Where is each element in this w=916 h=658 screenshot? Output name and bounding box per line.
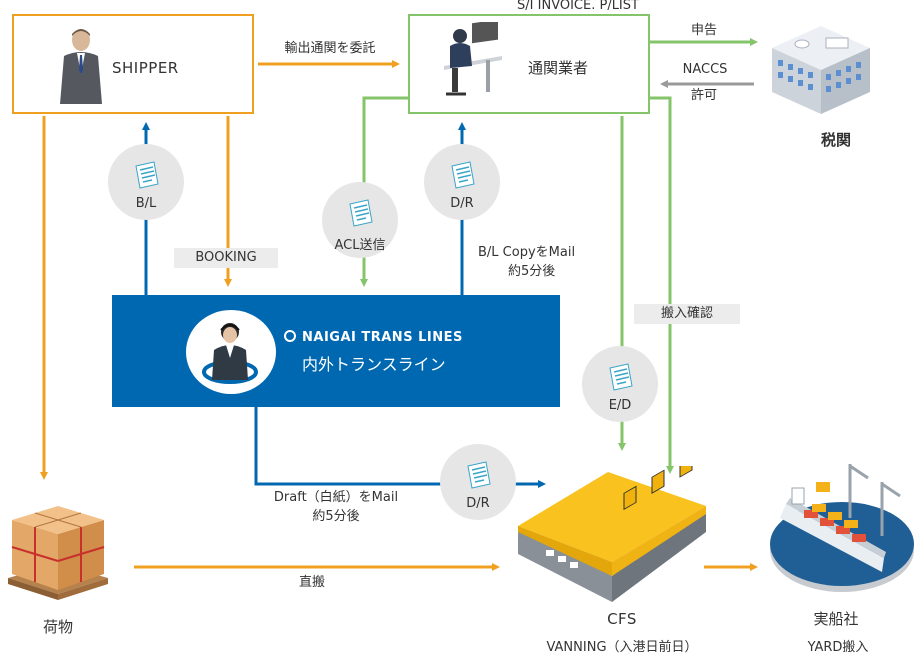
operator-avatar [186, 310, 276, 394]
acl-document: ACL送信 [322, 182, 398, 258]
bl-document: B/L [108, 144, 184, 220]
bl-copy-label-line2: 約5分後 [508, 264, 556, 279]
customs-broker-label: 通関業者 [528, 59, 589, 77]
consign-label: 輸出通関を委託 [284, 41, 376, 56]
document-icon [609, 363, 633, 391]
cfs-sub-label: VANNING（入港日前日） [546, 640, 698, 655]
carry-confirm-arrow [650, 96, 674, 474]
customs-broker-box: 通関業者 [408, 14, 650, 114]
permit-label: 許可 [690, 88, 718, 103]
customs-building-icon [772, 26, 870, 114]
dr-bottom-caption: D/R [466, 496, 490, 511]
shipper-label: SHIPPER [112, 59, 179, 77]
dr-top-document: D/R [424, 144, 500, 220]
carrier-name-en: NAIGAI TRANS LINES [302, 330, 463, 345]
si-invoice-label: S/I INVOICE. P/LIST [517, 0, 639, 13]
dr-bottom-document: D/R [440, 444, 516, 520]
carrier-name-jp: 内外トランスライン [302, 355, 446, 374]
bl-caption: B/L [135, 196, 157, 211]
container-ship-icon [770, 464, 914, 592]
ed-caption: E/D [608, 398, 632, 413]
dr-top-caption: D/R [450, 196, 474, 211]
ed-document: E/D [582, 346, 658, 422]
carry-confirm-label: 搬入確認 [634, 304, 740, 324]
declare-label: 申告 [690, 23, 718, 38]
direct-label: 直搬 [298, 575, 326, 590]
warehouse-icon [518, 466, 706, 602]
computer-worker-icon [444, 22, 502, 96]
booking-label: BOOKING [174, 248, 278, 268]
document-icon [135, 161, 159, 189]
shipper-box: SHIPPER [12, 14, 254, 114]
shipping-line-sub-label: YARD搬入 [807, 640, 869, 655]
carrier-logo-mark [284, 330, 296, 342]
businessman-icon [60, 29, 102, 104]
acl-caption: ACL送信 [334, 238, 386, 253]
cargo-boxes-icon [8, 506, 108, 600]
draft-label-line1: Draft（白紙）をMail [273, 490, 399, 505]
document-icon [349, 199, 373, 227]
cfs-label: CFS [607, 610, 637, 628]
naccs-label: NACCS [682, 62, 728, 77]
shipping-line-label: 実船社 [813, 610, 859, 628]
document-icon [467, 461, 491, 489]
document-icon [451, 161, 475, 189]
cargo-label: 荷物 [42, 618, 74, 636]
draft-label-line2: 約5分後 [312, 509, 360, 524]
bl-copy-label-line1: B/L CopyをMail [478, 245, 576, 260]
operator-icon [202, 323, 258, 384]
customs-label: 税関 [820, 131, 852, 149]
